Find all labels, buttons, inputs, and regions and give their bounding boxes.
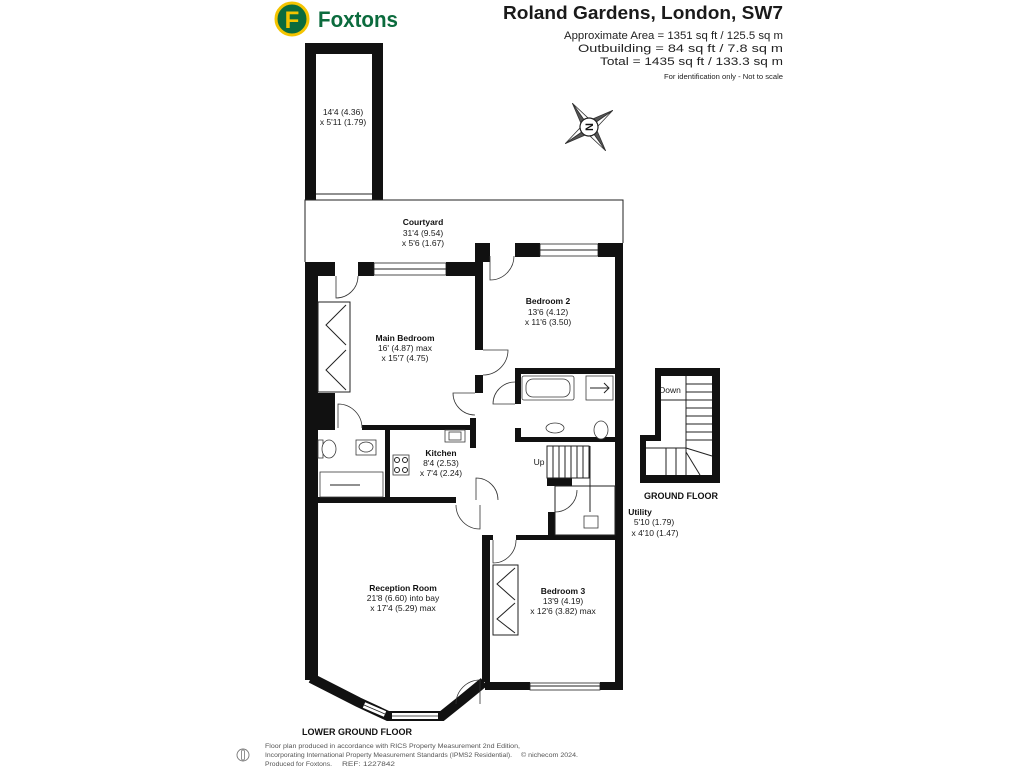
stairs-up <box>546 445 591 512</box>
kitchen-name: Kitchen <box>425 448 456 458</box>
bedroom-3-dim-2: x 12'6 (3.82) max <box>530 606 596 616</box>
total-area: Total = 1435 sq ft / 133.3 sq m <box>600 56 783 68</box>
footer-line-1: Floor plan produced in accordance with R… <box>265 743 520 750</box>
outbuilding-dim-1: 14'4 (4.36) <box>323 107 364 117</box>
room-labels: Bedroom 2 13'6 (4.12) x 11'6 (3.50) Main… <box>302 296 679 737</box>
foxtons-logo: F Foxtons <box>274 1 398 37</box>
stairs-down-label: Down <box>659 385 681 395</box>
courtyard-name: Courtyard <box>403 217 444 227</box>
basin-icon <box>545 422 565 434</box>
footer: Floor plan produced in accordance with R… <box>236 743 578 768</box>
utility-dim-2: x 4'10 (1.47) <box>632 528 679 538</box>
door-swing <box>475 477 499 501</box>
outbuilding: 14'4 (4.36) x 5'11 (1.79) <box>305 43 383 200</box>
door-swing <box>492 539 517 564</box>
kitchen-dim-1: 8'4 (2.53) <box>423 458 459 468</box>
toilet-icon <box>593 420 609 440</box>
stairs-down <box>646 383 713 476</box>
logo-letter: F <box>285 7 300 34</box>
wardrobe <box>317 301 351 393</box>
utility-dim-1: 5'10 (1.79) <box>634 517 675 527</box>
kitchen-dim-2: x 7'4 (2.24) <box>420 468 462 478</box>
footer-line-2: Incorporating International Property Mea… <box>265 752 512 759</box>
footer-ref: REF: 1227842 <box>342 761 395 768</box>
ground-floor-plan: Down GROUND FLOOR <box>640 368 720 501</box>
footer-produced-for: Produced for Foxtons. <box>265 761 332 768</box>
reception-room-dim-1: 21'8 (6.60) into bay <box>367 593 440 603</box>
utility-sink-icon <box>583 515 599 529</box>
rics-badge-icon <box>236 748 250 762</box>
outbuilding-area: Outbuilding = 84 sq ft / 7.8 sq m <box>578 43 783 55</box>
property-title: Roland Gardens, London, SW7 <box>503 3 783 23</box>
courtyard-dim-1: 31'4 (9.54) <box>403 228 444 238</box>
main-bedroom-name: Main Bedroom <box>375 333 434 343</box>
courtyard: Courtyard 31'4 (9.54) x 5'6 (1.67) <box>304 199 624 262</box>
reception-room-dim-2: x 17'4 (5.29) max <box>370 603 436 613</box>
main-bedroom-dim-1: 16' (4.87) max <box>378 343 433 353</box>
lower-ground-walls <box>305 243 623 721</box>
door-swing <box>452 392 476 416</box>
brand-name: Foxtons <box>318 7 398 32</box>
lower-ground-floor-label: LOWER GROUND FLOOR <box>302 727 412 737</box>
door-swing <box>489 255 515 281</box>
reception-room-name: Reception Room <box>369 583 437 593</box>
door-swing <box>482 349 509 376</box>
bedroom-3-name: Bedroom 3 <box>541 586 586 596</box>
stairs-up-label: Up <box>534 457 545 467</box>
header: Roland Gardens, London, SW7 Approximate … <box>503 3 783 81</box>
utility-name: Utility <box>628 507 652 517</box>
bedroom-2-name: Bedroom 2 <box>526 296 571 306</box>
door-swing <box>455 504 481 530</box>
door-swing <box>335 275 359 299</box>
wardrobe <box>492 564 519 636</box>
bedroom-3-dim-1: 13'9 (4.19) <box>543 596 584 606</box>
fixtures <box>317 301 616 636</box>
footer-copyright: © nichecom 2024. <box>521 751 578 759</box>
approximate-area: Approximate Area = 1351 sq ft / 125.5 sq… <box>564 30 783 42</box>
main-bedroom-dim-2: x 15'7 (4.75) <box>382 353 429 363</box>
scale-disclaimer: For identification only - Not to scale <box>664 74 783 81</box>
bedroom-2-dim-2: x 11'6 (3.50) <box>525 317 572 327</box>
doors <box>335 255 578 705</box>
ground-floor-label: GROUND FLOOR <box>644 491 718 501</box>
bedroom-2-dim-1: 13'6 (4.12) <box>528 307 569 317</box>
courtyard-dim-2: x 5'6 (1.67) <box>402 238 444 248</box>
door-swing <box>455 679 481 705</box>
outbuilding-dim-2: x 5'11 (1.79) <box>320 117 367 127</box>
door-swing <box>337 403 363 429</box>
door-swing <box>554 489 578 513</box>
hob-icon <box>392 454 410 476</box>
compass-rose-icon: N <box>564 102 614 152</box>
logo-circle-icon <box>274 1 310 37</box>
compass-north-label: N <box>584 123 596 131</box>
door-swing <box>492 381 516 405</box>
